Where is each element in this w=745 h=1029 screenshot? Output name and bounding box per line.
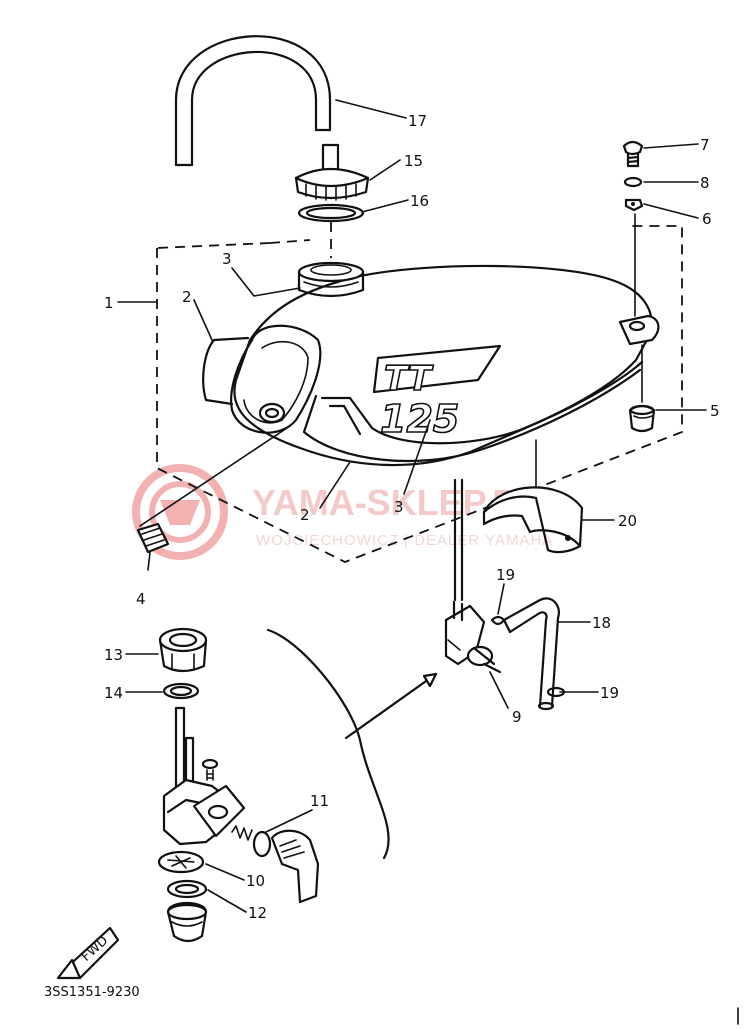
watermark: YAMA-SKLEP.PL WOJCIECHOWICZ | DEALER YAM… bbox=[132, 464, 553, 560]
callout-labels: 1 2 2 3 3 4 5 6 7 8 9 10 11 12 13 14 15 … bbox=[104, 112, 720, 922]
leader-lines bbox=[117, 99, 707, 913]
bushing-4 bbox=[136, 522, 170, 554]
damper-5 bbox=[628, 404, 656, 433]
callout-19-bottom: 19 bbox=[600, 684, 619, 702]
callout-7: 7 bbox=[700, 136, 710, 154]
bolt-7 bbox=[622, 140, 644, 168]
callout-2-bottom: 2 bbox=[300, 506, 310, 524]
bushing-axis-line bbox=[139, 425, 291, 527]
callout-1: 1 bbox=[104, 294, 114, 312]
fwd-arrow-badge: FWD bbox=[56, 926, 120, 980]
callout-8: 8 bbox=[700, 174, 710, 192]
fuel-tank-body: TT 125 bbox=[202, 261, 660, 467]
callout-11: 11 bbox=[310, 792, 329, 810]
callout-5: 5 bbox=[710, 402, 720, 420]
tank-logo-bottom: 125 bbox=[380, 397, 459, 441]
fuel-hose-18 bbox=[502, 597, 560, 711]
filter-10 bbox=[157, 850, 205, 874]
callout-13: 13 bbox=[104, 646, 123, 664]
filler-cap-15 bbox=[294, 143, 370, 201]
exploded-fuel-cock bbox=[157, 627, 320, 943]
o-ring-11 bbox=[252, 830, 272, 858]
callout-3-bottom: 3 bbox=[394, 498, 404, 516]
detail-bracket bbox=[266, 628, 390, 860]
callout-2-top: 2 bbox=[182, 288, 192, 306]
detail-arrow bbox=[344, 672, 438, 740]
tank-assembly-outline-top bbox=[269, 239, 311, 244]
callout-12: 12 bbox=[248, 904, 267, 922]
callout-4: 4 bbox=[136, 590, 146, 608]
callout-15: 15 bbox=[404, 152, 423, 170]
cap-gasket-16 bbox=[297, 203, 365, 223]
gasket-14 bbox=[162, 682, 200, 700]
callout-6: 6 bbox=[702, 210, 712, 228]
callout-10: 10 bbox=[246, 872, 265, 890]
callout-9: 9 bbox=[512, 708, 522, 726]
watermark-subtitle: WOJCIECHOWICZ | DEALER YAMAHA bbox=[256, 532, 553, 549]
callout-16: 16 bbox=[410, 192, 429, 210]
callout-18: 18 bbox=[592, 614, 611, 632]
callout-20: 20 bbox=[618, 512, 637, 530]
tank-logo-top: TT bbox=[384, 359, 434, 399]
fuel-cock-9 bbox=[444, 478, 502, 674]
callout-19-top: 19 bbox=[496, 566, 515, 584]
callout-17: 17 bbox=[408, 112, 427, 130]
tank-logo: TT 125 bbox=[372, 344, 502, 442]
breather-hose-17 bbox=[174, 35, 332, 167]
washer-8 bbox=[623, 176, 643, 188]
callout-14: 14 bbox=[104, 684, 123, 702]
cap-nut-13 bbox=[158, 627, 208, 673]
detail-arrowhead bbox=[422, 672, 438, 688]
tank-pad-20 bbox=[482, 486, 584, 554]
tank-assembly-outline bbox=[156, 225, 683, 563]
callout-3-top: 3 bbox=[222, 250, 232, 268]
diagram-part-code: 3SS1351-9230 bbox=[44, 985, 140, 1000]
collar-6 bbox=[624, 198, 644, 212]
gasket-12 bbox=[166, 879, 208, 899]
hose-clip-19a bbox=[490, 615, 506, 626]
screw-icon bbox=[201, 758, 219, 781]
